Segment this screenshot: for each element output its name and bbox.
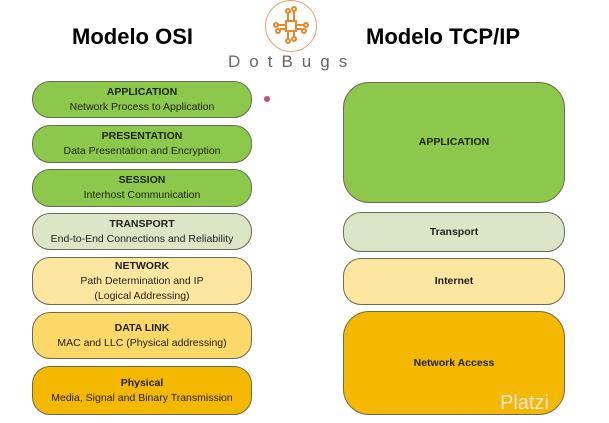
- layer-desc: Path Determination and IP (Logical Addre…: [80, 274, 204, 302]
- layer-desc: Data Presentation and Encryption: [63, 145, 221, 157]
- osi-layer-transport: TRANSPORT End-to-End Connections and Reli…: [32, 213, 252, 250]
- osi-layer-data-link: DATA LINK MAC and LLC (Physical addressin…: [32, 312, 252, 359]
- dotbugs-logo: [265, 0, 317, 52]
- layer-name: SESSION: [118, 174, 166, 186]
- tcpip-title: Modelo TCP/IP: [366, 24, 520, 49]
- tcpip-layer-transport: Transport: [343, 212, 565, 252]
- layer-desc: MAC and LLC (Physical addressing): [57, 336, 227, 349]
- layer-name: PRESENTATION: [101, 130, 183, 142]
- layer-desc: Network Process to Application: [69, 100, 215, 113]
- layer-name: Network Access: [413, 356, 495, 369]
- osi-layer-presentation: PRESENTATION Data Presentation and Encryp…: [32, 125, 252, 163]
- platzi-watermark: Platzi: [500, 392, 549, 414]
- osi-layer-application: APPLICATION Network Process to Applicatio…: [32, 81, 252, 118]
- brand-name: DotBugs: [228, 52, 357, 71]
- layer-desc: Interhost Communication: [83, 189, 201, 201]
- layer-name: DATA LINK: [114, 321, 170, 334]
- layer-desc: Media, Signal and Binary Transmission: [51, 391, 233, 404]
- tcpip-layer-application: APPLICATION: [343, 82, 565, 203]
- layer-name: Transport: [429, 225, 479, 238]
- layer-name: NETWORK: [114, 259, 170, 272]
- layer-name: Physical: [120, 376, 164, 389]
- tcpip-layer-network-access: Network Access: [343, 311, 565, 415]
- cursor-dot: [264, 96, 270, 102]
- layer-name: TRANSPORT: [109, 217, 175, 230]
- osi-layer-network: NETWORK Path Determination and IP (Logica…: [32, 257, 252, 305]
- layer-desc: End-to-End Connections and Reliability: [50, 232, 234, 245]
- layer-name: Internet: [434, 275, 474, 287]
- layer-name: APPLICATION: [418, 136, 490, 148]
- layer-name: APPLICATION: [106, 85, 178, 98]
- tcpip-layer-internet: Internet: [343, 258, 565, 305]
- osi-layer-session: SESSION Interhost Communication: [32, 169, 252, 207]
- osi-title: Modelo OSI: [72, 24, 193, 49]
- circuit-icon: [273, 6, 309, 44]
